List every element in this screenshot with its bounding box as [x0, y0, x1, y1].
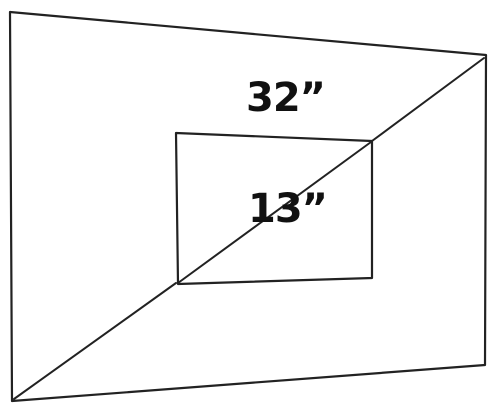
large-screen-diagonal-lower [13, 282, 177, 400]
large-screen-size-label: 32” [246, 75, 325, 121]
small-screen-outline [174, 131, 374, 286]
small-screen-size-label: 13” [248, 186, 327, 232]
small-screen-diagonal [177, 141, 372, 284]
large-screen-outline [8, 10, 488, 403]
large-screen-diagonal-upper [371, 57, 485, 142]
